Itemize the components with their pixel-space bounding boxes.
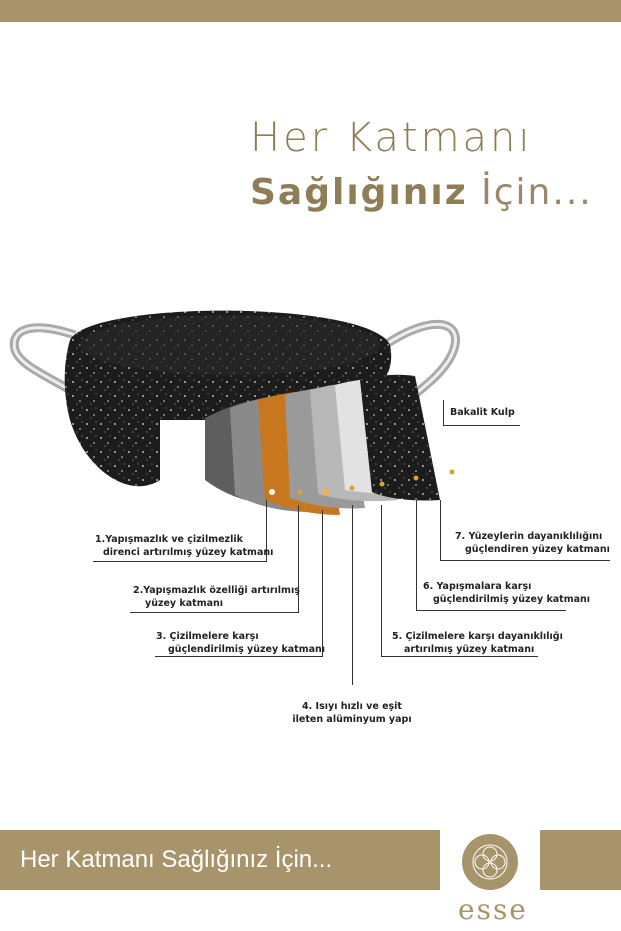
leader-line [322, 510, 323, 657]
headline-bold: Sağlığınız [250, 172, 468, 213]
leader-line [381, 656, 538, 657]
pan-handle-left [9, 323, 77, 394]
leader-line [416, 610, 566, 611]
headline-rest: İçin... [467, 172, 593, 213]
brand-wordmark: esse [458, 893, 528, 926]
footer-gold-block [540, 830, 621, 890]
headline-line1: Her Katmanı [250, 115, 533, 161]
leader-line [443, 400, 444, 425]
pan-layers-illustration [9, 310, 460, 515]
pan-handle-right [382, 319, 460, 414]
leader-line [93, 561, 267, 562]
footer-banner: Her Katmanı Sağlığınız İçin... [0, 830, 440, 890]
label-handle: Bakalit Kulp [450, 407, 515, 418]
leader-line [443, 425, 520, 426]
footer-banner-text: Her Katmanı Sağlığınız İçin... [20, 846, 333, 873]
leader-line [352, 505, 353, 685]
leader-line [416, 500, 417, 611]
leader-line [381, 505, 382, 657]
leader-line [440, 560, 610, 561]
layer-strips [205, 374, 455, 515]
top-bar [0, 0, 621, 22]
leader-line [130, 612, 299, 613]
leader-line [440, 500, 441, 561]
leader-line [266, 500, 267, 561]
headline-line2: Sağlığınız İçin... [250, 172, 593, 213]
leader-line [298, 505, 299, 612]
brand-seal-logo [462, 834, 518, 890]
leader-line [155, 656, 323, 657]
